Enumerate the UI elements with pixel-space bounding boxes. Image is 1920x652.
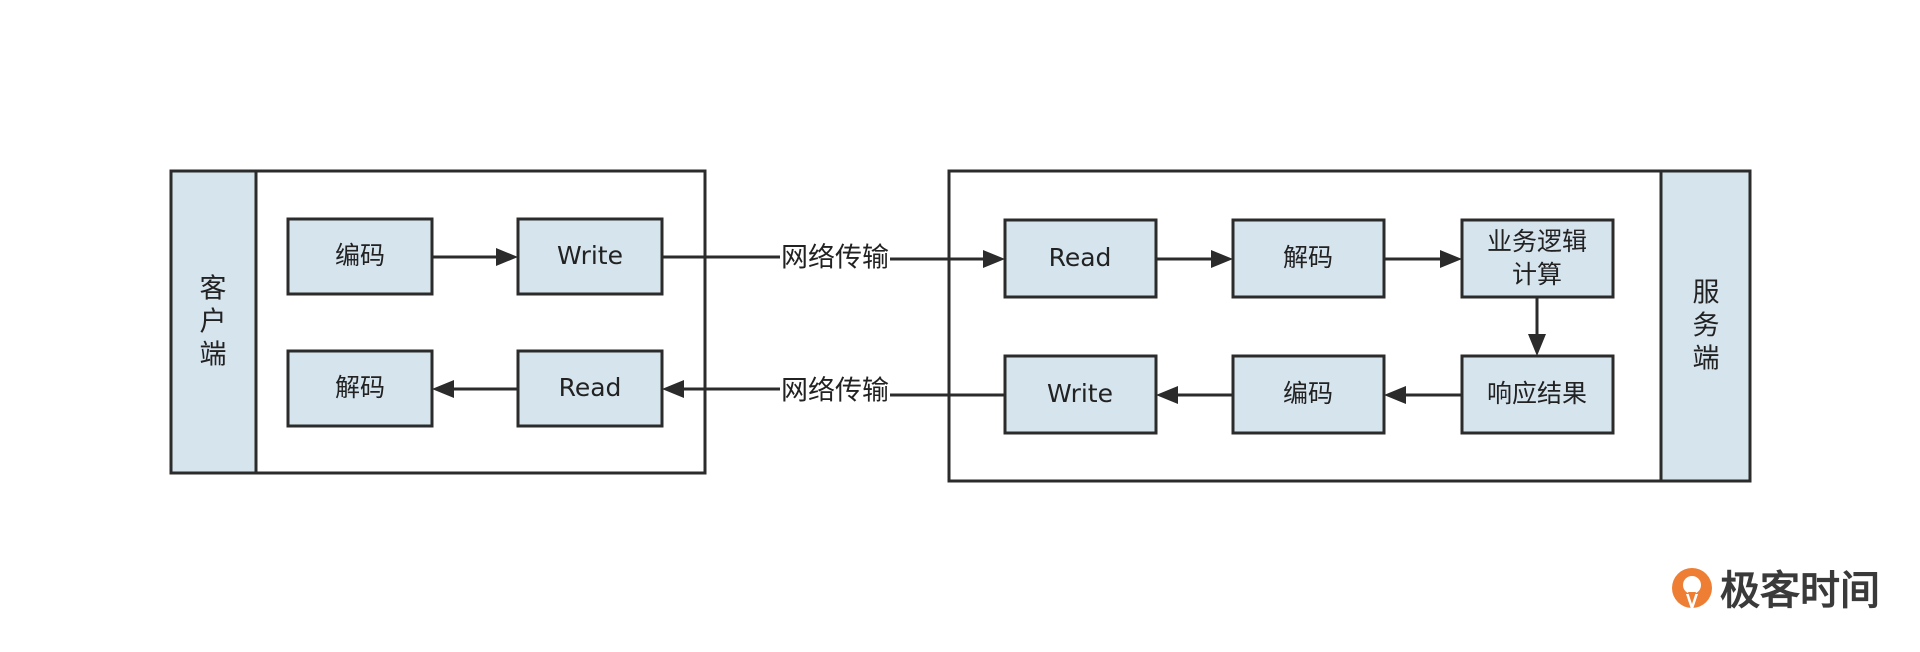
server-write-label: Write	[1047, 379, 1113, 408]
client-side-bar	[169, 169, 258, 475]
server-logic-label-2: 计算	[1512, 260, 1562, 289]
server-decode-label: 解码	[1283, 243, 1333, 272]
network-request-label: 网络传输	[781, 243, 889, 274]
server-write-node: Write	[1003, 354, 1158, 435]
server-logic-node: 业务逻辑 计算	[1460, 218, 1615, 299]
server-decode-node: 解码	[1231, 218, 1386, 299]
server-label-3: 端	[1693, 344, 1720, 375]
client-label-3: 端	[200, 340, 227, 371]
client-panel: 客 户 端	[169, 169, 707, 475]
client-label-1: 客	[200, 274, 227, 305]
server-label-1: 服	[1693, 278, 1720, 309]
client-decode-node: 解码	[286, 349, 434, 428]
server-label-2: 务	[1693, 311, 1720, 342]
client-label-2: 户	[200, 307, 227, 338]
server-side-bar	[1659, 169, 1752, 483]
server-response-node: 响应结果	[1460, 354, 1615, 435]
arrow-network-response	[662, 380, 1005, 398]
arrow-server-encode-to-write	[1156, 386, 1233, 404]
server-read-node: Read	[1003, 218, 1158, 299]
client-read-node: Read	[516, 349, 664, 428]
client-write-label: Write	[557, 241, 623, 270]
arrow-client-encode-to-write	[432, 248, 518, 266]
server-encode-node: 编码	[1231, 354, 1386, 435]
server-response-label: 响应结果	[1487, 379, 1587, 408]
server-encode-label: 编码	[1283, 379, 1333, 408]
client-write-node: Write	[516, 217, 664, 296]
brand-icon	[1672, 568, 1712, 612]
client-encode-label: 编码	[335, 241, 385, 270]
server-logic-label-1: 业务逻辑	[1487, 227, 1587, 256]
server-read-label: Read	[1049, 243, 1112, 272]
arrow-network-request	[662, 250, 1005, 268]
arrow-client-read-to-decode	[432, 380, 518, 398]
brand-logo: 极客时间	[1672, 568, 1880, 614]
arrow-server-logic-to-response	[1528, 297, 1546, 356]
network-response-label: 网络传输	[781, 376, 889, 407]
arrow-server-read-to-decode	[1156, 250, 1233, 268]
brand-name: 极客时间	[1720, 568, 1880, 614]
client-decode-label: 解码	[335, 373, 385, 402]
client-read-label: Read	[559, 373, 622, 402]
arrow-server-decode-to-logic	[1384, 250, 1462, 268]
client-encode-node: 编码	[286, 217, 434, 296]
arrow-server-response-to-encode	[1384, 386, 1462, 404]
